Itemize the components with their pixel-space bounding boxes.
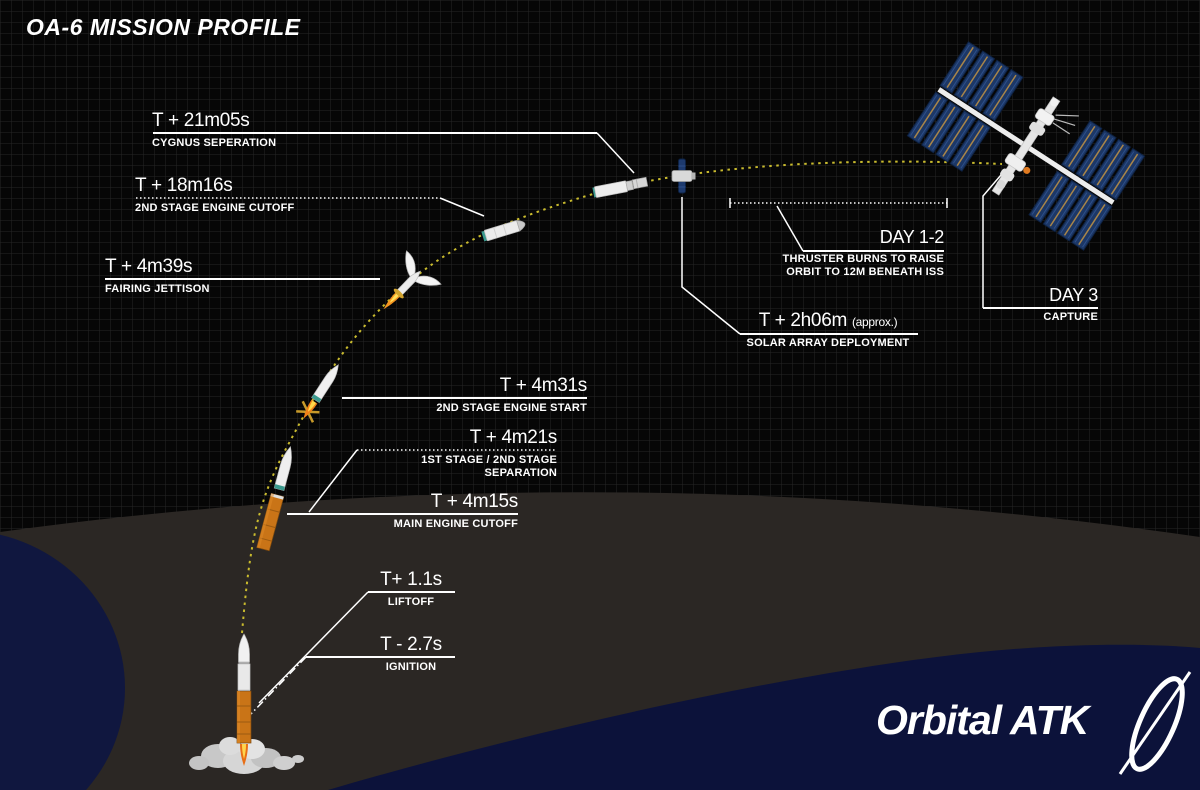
milestone-time: T + 2h06m (approx.) [758,310,898,331]
page-title: OA-6 MISSION PROFILE [26,14,301,40]
milestone-thruster-burns: DAY 1-2 THRUSTER BURNS TO RAISE ORBIT TO… [779,227,945,278]
milestone-cygnus-separation: T + 21m05s CYGNUS SEPERATION [152,111,276,150]
milestone-label: SOLAR ARRAY DEPLOYMENT [746,337,910,349]
milestone-time: DAY 3 [1049,285,1098,305]
milestone-label: MAIN ENGINE CUTOFF [393,518,518,530]
milestone-label: THRUSTER BURNS TO RAISE ORBIT TO 12M BEN… [782,253,944,278]
approx-note: (approx.) [851,315,898,329]
milestone-label: CAPTURE [1043,311,1098,323]
orbit-swoosh-icon [1118,671,1192,775]
callout-lines [105,132,1098,717]
day3-leader [982,174,1002,308]
cygnus-sep-leader [596,132,635,174]
milestone-time: T + 4m15s [430,491,519,512]
milestone-fairing-jettison: T + 4m39s FAIRING JETTISON [105,257,210,296]
milestone-stage-separation: T + 4m21s 1ST STAGE / 2ND STAGE SEPARATI… [397,428,557,479]
seco-leader [439,197,485,217]
milestone-label: 2ND STAGE ENGINE START [436,402,587,414]
milestone-label: IGNITION [385,661,437,673]
milestone-time: T + 4m21s [469,427,558,448]
ignition-leader [248,656,307,717]
milestone-ignition: T - 2.7s IGNITION [364,635,458,674]
second-stage-burn-icon [296,364,339,423]
brand-swoosh-panel [328,644,1200,790]
milestone-label: FAIRING JETTISON [105,283,210,295]
upper-stage-coast-icon [481,220,526,242]
milestone-label: 1ST STAGE / 2ND STAGE SEPARATION [421,454,557,479]
milestone-label: CYGNUS SEPERATION [152,137,277,149]
milestone-time: T - 2.7s [380,634,442,655]
milestone-capture: DAY 3 CAPTURE [958,286,1098,324]
earth-ocean-blob [0,534,125,790]
milestone-time: T + 4m39s [105,256,193,277]
solar-array-leader [681,197,741,335]
milestone-solar-array-deployment: T + 2h06m (approx.) SOLAR ARRAY DEPLOYME… [733,311,923,350]
milestone-second-stage-engine-start: T + 4m31s 2ND STAGE ENGINE START [387,376,587,415]
cygnus-solar-array-icon [671,158,696,194]
liftoff-leader [258,591,369,704]
berthed-cygnus-icon [1023,166,1031,174]
milestone-time: T + 21m05s [152,110,250,131]
day12-bracket-ticks [729,198,948,208]
milestone-time: T+ 1.1s [380,569,442,590]
milestone-second-stage-engine-cutoff: T + 18m16s 2ND STAGE ENGINE CUTOFF [135,176,294,215]
milestone-liftoff: T+ 1.1s LIFTOFF [364,570,458,609]
iss-icon [906,41,1146,251]
milestone-label: 2ND STAGE ENGINE CUTOFF [135,202,295,214]
milestone-label: LIFTOFF [387,596,435,608]
stage-separation-icon [256,446,292,552]
day12-leader [776,205,804,252]
cygnus-separation-icon [592,176,649,198]
trajectory-dotted-path [241,160,1003,634]
milestone-main-engine-cutoff: T + 4m15s MAIN ENGINE CUTOFF [318,491,519,531]
rocket-on-pad-icon [189,633,304,774]
brand-wordmark: Orbital ATK [876,697,1089,743]
milestone-time: T + 4m31s [499,375,588,396]
fairing-jettison-icon [383,250,442,310]
milestone-time: T + 18m16s [135,175,233,196]
separation-leader [308,449,358,513]
milestone-time: DAY 1-2 [879,227,945,247]
